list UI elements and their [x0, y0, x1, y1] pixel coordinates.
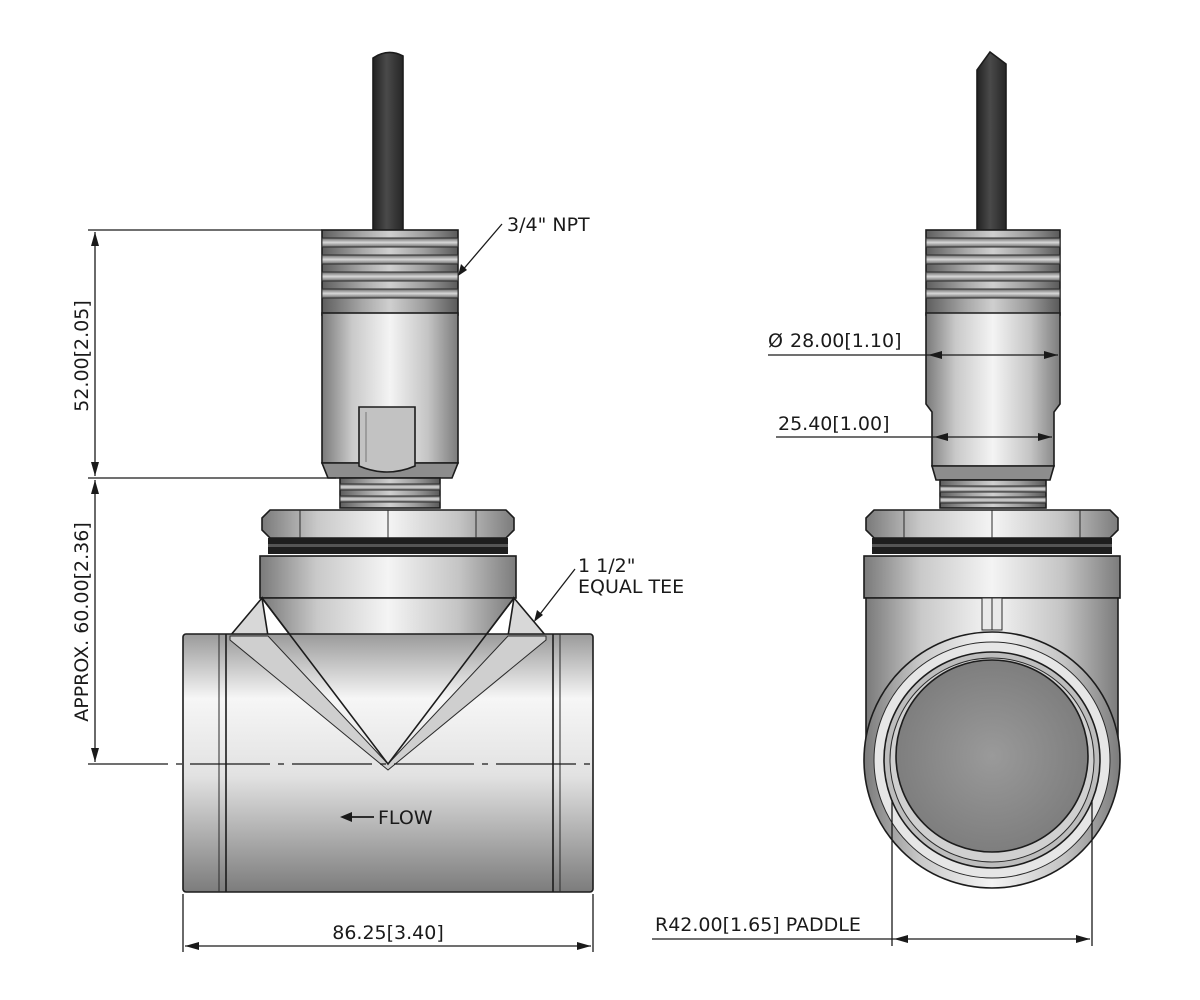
neck	[339, 477, 441, 509]
flow-label: FLOW	[378, 807, 433, 829]
height-lower-label: APPROX. 60.00[2.36]	[71, 522, 93, 721]
wrench-flat	[358, 406, 416, 473]
cable	[976, 50, 1007, 233]
svg-text:Ø: Ø	[768, 330, 783, 352]
body-width-label: 25.40[1.00]	[778, 413, 890, 435]
paddle-label: R42.00[1.65] PADDLE	[655, 914, 861, 936]
left-arrow-icon	[340, 812, 374, 822]
thread-label: 3/4" NPT	[507, 214, 590, 236]
thread-ribs	[321, 237, 459, 299]
diameter-label: 28.00[1.10]	[790, 330, 902, 352]
tee-size-label: 1 1/2"	[578, 555, 635, 577]
width-tee-label: 86.25[3.40]	[332, 922, 444, 944]
front-view: FLOW 3/4" NPT 1 1/2" EQUAL TEE 52.00[2.0…	[71, 51, 684, 952]
diameter-symbol-icon: Ø	[768, 330, 783, 352]
side-view: Ø 28.00[1.10] 25.40[1.00] R42.00[1.65] P…	[652, 50, 1121, 946]
pipe-bore	[895, 659, 1089, 853]
cable	[372, 51, 404, 233]
sensor-body	[925, 312, 1061, 467]
collar	[259, 555, 517, 599]
height-upper-label: 52.00[2.05]	[71, 300, 93, 412]
tee-type-label: EQUAL TEE	[578, 576, 684, 598]
collar	[863, 555, 1121, 599]
